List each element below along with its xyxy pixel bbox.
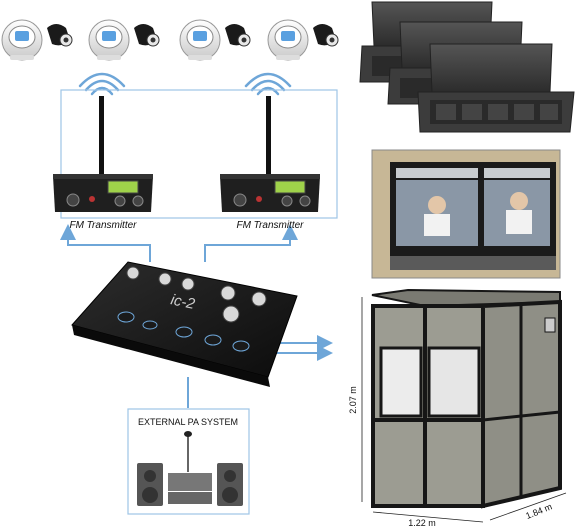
- fm-transmitter-2: [220, 96, 320, 212]
- vent-icon: [544, 317, 556, 333]
- earphone-icon: [47, 24, 73, 47]
- booth-height-label: 2.07 m: [348, 386, 358, 414]
- lcd-display: [274, 180, 306, 194]
- lcd-display: [107, 180, 139, 194]
- interpreter-figure: [428, 196, 446, 214]
- receiver-group-1: [1, 19, 73, 61]
- console-model: ic-2: [169, 291, 197, 313]
- receiver-group-4: [267, 19, 339, 61]
- booth-interior-photo: [371, 149, 561, 279]
- receiver-icon: [179, 19, 221, 61]
- earphone-icon: [313, 24, 339, 47]
- earphone-icon: [225, 24, 251, 47]
- receiver-icon: [88, 19, 130, 61]
- case-icon: [417, 43, 575, 133]
- interpreter-figure: [510, 192, 528, 210]
- signal-waves-icon: [78, 72, 126, 96]
- antenna-icon: [99, 96, 104, 176]
- fm-transmitter-1: [53, 96, 153, 212]
- dimension-lines: [361, 297, 567, 523]
- antenna-icon: [266, 96, 271, 176]
- pa-system-image: [137, 431, 243, 506]
- transmitter-frame: [60, 89, 338, 219]
- booth-width-label: 1.22 m: [408, 518, 436, 528]
- transmitter-1-label: FM Transmitter: [69, 220, 137, 231]
- receiver-group-3: [179, 19, 251, 61]
- receiver-group-2: [88, 19, 160, 61]
- signal-waves-icon: [244, 72, 292, 96]
- pa-system-label: EXTERNAL PA SYSTEM: [138, 417, 238, 427]
- carrying-cases-image: [359, 1, 575, 133]
- earphone-icon: [134, 24, 160, 47]
- interpreter-console: [71, 261, 298, 387]
- pa-system-frame: [127, 408, 250, 515]
- microphone-icon: [184, 431, 192, 437]
- amplifier-icon: [168, 473, 212, 491]
- transmitter-2-label: FM Transmitter: [236, 220, 304, 231]
- interpreter-booth: [371, 288, 562, 509]
- receiver-icon: [1, 19, 43, 61]
- booth-depth-label: 1.84 m: [524, 501, 553, 521]
- receiver-icon: [267, 19, 309, 61]
